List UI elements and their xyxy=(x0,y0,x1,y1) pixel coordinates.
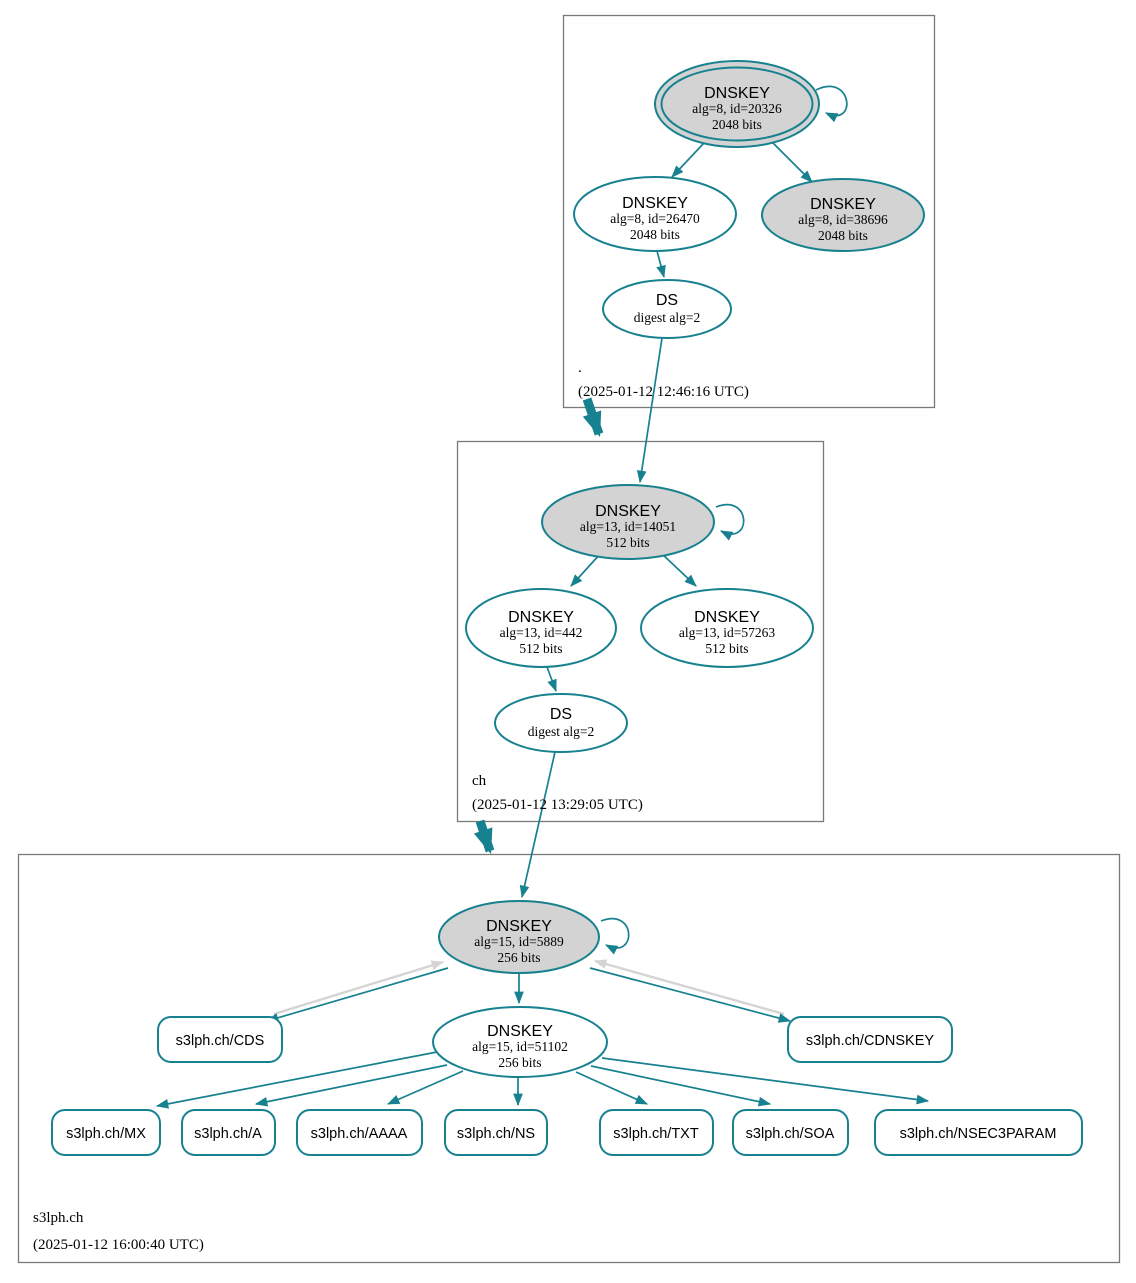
edge-s3lph-zsk-to-mx xyxy=(155,1051,438,1109)
s3lph-rrset-soa-label: s3lph.ch/SOA xyxy=(746,1126,835,1142)
s3lph-ksk-bits: 256 bits xyxy=(497,950,540,965)
edge-s3lph-zsk-to-nsec3param xyxy=(601,1057,930,1105)
ch-zone-timestamp: (2025-01-12 13:29:05 UTC) xyxy=(472,797,643,813)
edge-s3lph-zsk-to-soa xyxy=(590,1065,772,1107)
edge-s3lph-ksk-to-cds xyxy=(265,967,449,1023)
edge-s3lph-ksk-to-cdnskey xyxy=(589,967,792,1023)
edge-ch-ksk-to-key3 xyxy=(660,552,697,587)
root-key3-detail: alg=8, id=38696 xyxy=(798,212,888,227)
s3lph-cds-label: s3lph.ch/CDS xyxy=(176,1033,265,1049)
root-key3-title: DNSKEY xyxy=(810,196,876,213)
s3lph-rrset-ns-node xyxy=(444,1109,548,1156)
root-ds-title: DS xyxy=(656,292,678,309)
ch-ksk-detail: alg=13, id=14051 xyxy=(580,519,676,534)
s3lph-rrset-a-label: s3lph.ch/A xyxy=(194,1126,262,1142)
edge-ch-zsk-to-ds xyxy=(546,666,557,693)
ch-key3-detail: alg=13, id=57263 xyxy=(679,625,775,640)
ch-zone-label: ch xyxy=(472,773,487,789)
edge-root-ds-to-ch-ksk xyxy=(636,337,663,484)
root-zone-label: . xyxy=(578,360,582,376)
root-ksk-title: DNSKEY xyxy=(704,85,770,102)
s3lph-rrset-aaaa-node xyxy=(296,1109,423,1156)
s3lph-zsk-node xyxy=(432,1006,608,1078)
root-ksk-node-outer xyxy=(654,60,820,148)
s3lph-cds-node xyxy=(157,1016,283,1063)
edge-ch-ds-to-s3lph-ksk xyxy=(519,751,556,899)
s3lph-rrset-soa-node xyxy=(732,1109,849,1156)
root-ds-detail: digest alg=2 xyxy=(634,310,700,325)
root-ksk-detail: alg=8, id=20326 xyxy=(692,101,782,116)
edge-ch-ksk-to-zsk xyxy=(570,552,602,587)
edge-cds-to-ksk xyxy=(273,960,445,1016)
s3lph-rrset-ns-label: s3lph.ch/NS xyxy=(457,1126,535,1142)
ch-key3-title: DNSKEY xyxy=(694,609,760,626)
s3lph-ksk-node xyxy=(438,900,600,974)
s3lph-rrset-txt-label: s3lph.ch/TXT xyxy=(613,1126,699,1142)
s3lph-cdnskey-label: s3lph.ch/CDNSKEY xyxy=(806,1033,934,1049)
ch-zsk-title: DNSKEY xyxy=(508,609,574,626)
edge-zone-root-to-ch xyxy=(582,397,604,438)
s3lph-ksk-detail: alg=15, id=5889 xyxy=(474,934,564,949)
root-zsk-bits: 2048 bits xyxy=(630,227,680,242)
ch-zsk-detail: alg=13, id=442 xyxy=(500,625,583,640)
edge-s3lph-ksk-selfloop xyxy=(600,917,630,955)
root-zone-timestamp: (2025-01-12 12:46:16 UTC) xyxy=(578,384,749,400)
ch-ds-title: DS xyxy=(550,706,572,723)
s3lph-zsk-detail: alg=15, id=51102 xyxy=(472,1039,568,1054)
s3lph-zsk-title: DNSKEY xyxy=(487,1023,553,1040)
s3lph-rrset-nsec3param-label: s3lph.ch/NSEC3PARAM xyxy=(900,1126,1057,1142)
ch-ds-detail: digest alg=2 xyxy=(528,724,594,739)
edge-zone-ch-to-s3lph xyxy=(473,819,495,855)
s3lph-zone-label: s3lph.ch xyxy=(33,1210,84,1226)
ch-zsk-bits: 512 bits xyxy=(519,641,562,656)
root-key3-bits: 2048 bits xyxy=(818,228,868,243)
root-ksk-node-inner xyxy=(660,66,814,142)
s3lph-ksk-title: DNSKEY xyxy=(486,918,552,935)
s3lph-rrset-nsec3param-node xyxy=(874,1109,1083,1156)
edge-s3lph-zsk-to-a xyxy=(254,1064,448,1107)
edge-ch-ksk-selfloop xyxy=(715,503,745,541)
edge-s3lph-zsk-to-aaaa xyxy=(387,1070,464,1105)
s3lph-rrset-mx-label: s3lph.ch/MX xyxy=(66,1126,146,1142)
edge-root-ksk-selfloop xyxy=(815,85,848,123)
ch-ksk-bits: 512 bits xyxy=(606,535,649,550)
s3lph-rrset-mx-node xyxy=(51,1109,161,1156)
ch-key3-node xyxy=(640,588,814,668)
ch-ds-node xyxy=(494,693,628,753)
edge-root-zsk-to-ds xyxy=(656,250,666,279)
s3lph-rrset-a-node xyxy=(181,1109,276,1156)
ch-ksk-node xyxy=(541,484,715,560)
edge-root-ksk-to-key3 xyxy=(770,140,813,183)
root-zsk-node xyxy=(573,176,737,252)
s3lph-zsk-bits: 256 bits xyxy=(498,1055,541,1070)
root-key3-node xyxy=(761,178,925,252)
ch-ksk-title: DNSKEY xyxy=(595,503,661,520)
edge-cdnskey-to-ksk xyxy=(593,959,785,1016)
ch-key3-bits: 512 bits xyxy=(705,641,748,656)
s3lph-zone-timestamp: (2025-01-12 16:00:40 UTC) xyxy=(33,1237,204,1253)
ch-zsk-node xyxy=(465,588,617,668)
root-zsk-title: DNSKEY xyxy=(622,195,688,212)
root-ksk-bits: 2048 bits xyxy=(712,117,762,132)
s3lph-rrset-aaaa-label: s3lph.ch/AAAA xyxy=(311,1126,408,1142)
s3lph-cdnskey-node xyxy=(787,1016,953,1063)
s3lph-rrset-txt-node xyxy=(599,1109,714,1156)
edge-root-ksk-to-zsk xyxy=(671,142,705,178)
root-zsk-detail: alg=8, id=26470 xyxy=(610,211,700,226)
edge-s3lph-zsk-to-txt xyxy=(575,1071,648,1105)
root-ds-node xyxy=(602,279,732,339)
